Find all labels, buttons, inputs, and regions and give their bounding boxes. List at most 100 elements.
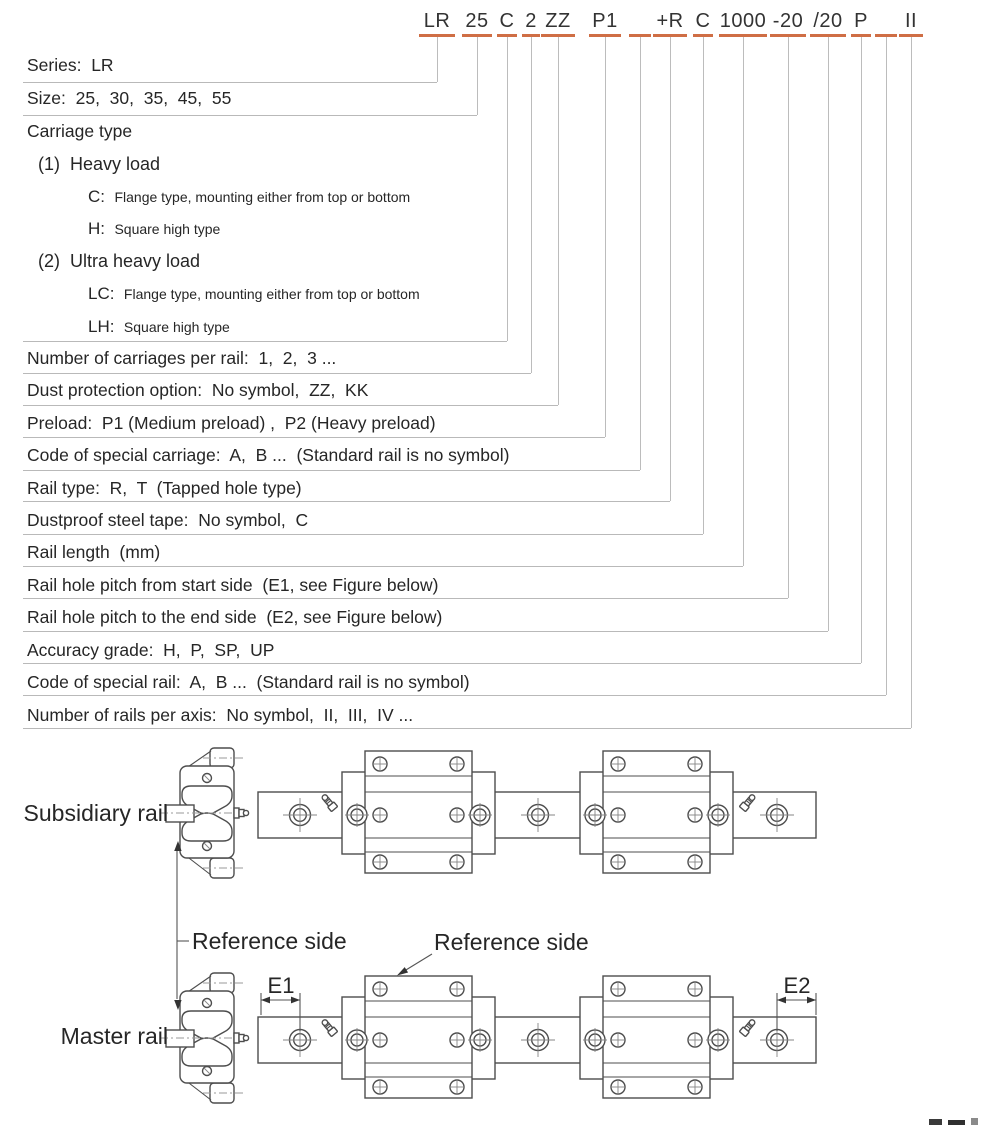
code-underline (899, 34, 923, 37)
carriage-type-item-code: LH: (88, 317, 115, 336)
e2-dimension (776, 993, 817, 1031)
connector-line (670, 37, 671, 501)
spec-row-label: Series: LR (27, 55, 114, 75)
subsidiary-rail-label: Subsidiary rail (24, 800, 168, 826)
connector-line (507, 37, 508, 341)
spec-row-label: Preload: P1 (Medium preload) , P2 (Heavy… (27, 413, 436, 433)
code-underline (851, 34, 871, 37)
reference-side-left-label: Reference side (192, 928, 347, 954)
carriage-type-item-desc: Flange type, mounting either from top or… (114, 189, 411, 205)
master-cross-section (160, 973, 249, 1103)
model-code-segment: C (499, 10, 515, 32)
spec-row-underline (23, 470, 640, 471)
spec-row-underline (23, 437, 605, 438)
connector-line (531, 37, 532, 373)
code-underline (875, 34, 897, 37)
carriage-type-item-desc: Square high type (114, 221, 221, 237)
spec-row-label: Code of special rail: A, B ... (Standard… (27, 672, 470, 692)
connector-line (437, 37, 438, 82)
carriage-type-item: LC: Flange type, mounting either from to… (88, 283, 420, 305)
code-underline (770, 34, 806, 37)
spec-row-underline (23, 631, 828, 632)
connector-line (640, 37, 641, 470)
spec-row-label: Number of rails per axis: No symbol, II,… (27, 705, 414, 725)
code-underline (629, 34, 651, 37)
spec-row-label: Dustproof steel tape: No symbol, C (27, 510, 309, 530)
spec-row-label: Carriage type (27, 121, 133, 141)
spec-row-label: Accuracy grade: H, P, SP, UP (27, 640, 275, 660)
spec-row-label: Rail hole pitch to the end side (E2, see… (27, 607, 443, 627)
spec-row-underline (23, 663, 861, 664)
carriage-type-item-desc: Square high type (123, 319, 230, 335)
connector-line (828, 37, 829, 631)
code-underline (810, 34, 846, 37)
spec-row-underline (23, 598, 788, 599)
model-code-segment: 25 (465, 10, 489, 32)
reference-leader-left (174, 841, 189, 1010)
spec-row-underline (23, 405, 558, 406)
model-code-segment: C (695, 10, 711, 32)
spec-row-underline (23, 373, 531, 374)
code-underline (719, 34, 767, 37)
carriage-type-item-desc: Flange type, mounting either from top or… (123, 286, 420, 302)
cutoff-footer-marks (929, 1118, 978, 1125)
spec-row-underline (23, 82, 437, 83)
model-code-segment: 2 (525, 10, 537, 32)
carriage-type-item-code: C: (88, 187, 105, 206)
subsidiary-cross-section (160, 748, 249, 878)
connector-line (703, 37, 704, 534)
model-code-segment: 1000 (719, 10, 767, 32)
code-underline (419, 34, 455, 37)
e2-dimension-label: E2 (784, 973, 811, 998)
model-code-segment: II (904, 10, 918, 32)
spec-row-underline (23, 341, 507, 342)
model-code-segment: LR (423, 10, 451, 32)
spec-row-label: Rail hole pitch from start side (E1, see… (27, 575, 439, 595)
carriage-type-item: C: Flange type, mounting either from top… (88, 186, 410, 208)
spec-row-label: Size: 25, 30, 35, 45, 55 (27, 88, 232, 108)
model-code-segment: /20 (813, 10, 843, 32)
spec-row-label: Number of carriages per rail: 1, 2, 3 ..… (27, 348, 337, 368)
connector-line (886, 37, 887, 695)
master-views (160, 973, 816, 1103)
spec-row-underline (23, 566, 743, 567)
spec-row-label: Dust protection option: No symbol, ZZ, K… (27, 380, 369, 400)
connector-line (788, 37, 789, 598)
connector-line (861, 37, 862, 663)
model-code-segment: P (854, 10, 868, 32)
connector-line (605, 37, 606, 437)
subsidiary-top-view (258, 751, 816, 873)
connector-line (558, 37, 559, 405)
spec-row-underline (23, 115, 477, 116)
code-underline (653, 34, 687, 37)
code-underline (462, 34, 492, 37)
code-underline (589, 34, 621, 37)
model-code-segment: +R (656, 10, 684, 32)
spec-row-underline (23, 728, 911, 729)
code-underline (497, 34, 517, 37)
spec-row-underline (23, 695, 886, 696)
connector-line (477, 37, 478, 115)
code-underline (541, 34, 575, 37)
model-code-segment: ZZ (545, 10, 571, 32)
carriage-type-heading: (2) Ultra heavy load (38, 251, 201, 271)
reference-side-right-label: Reference side (434, 929, 589, 955)
carriage-type-item: LH: Square high type (88, 316, 230, 338)
reference-leader-right (397, 953, 433, 976)
e1-dimension (260, 993, 301, 1031)
code-underline (693, 34, 713, 37)
spec-row-underline (23, 501, 670, 502)
master-top-view (258, 976, 816, 1098)
rail-drawings: Reference side Reference side E1 E2 Subs… (24, 740, 978, 1125)
model-code-segment: -20 (772, 10, 804, 32)
connector-line (911, 37, 912, 728)
spec-row-label: Code of special carriage: A, B ... (Stan… (27, 445, 510, 465)
carriage-type-item: H: Square high type (88, 218, 220, 240)
model-code-segment: P1 (592, 10, 618, 32)
connector-line (743, 37, 744, 566)
spec-row-label: Rail length (mm) (27, 542, 161, 562)
carriage-type-heading: (1) Heavy load (38, 154, 161, 174)
code-underline (522, 34, 540, 37)
spec-row-underline (23, 534, 703, 535)
